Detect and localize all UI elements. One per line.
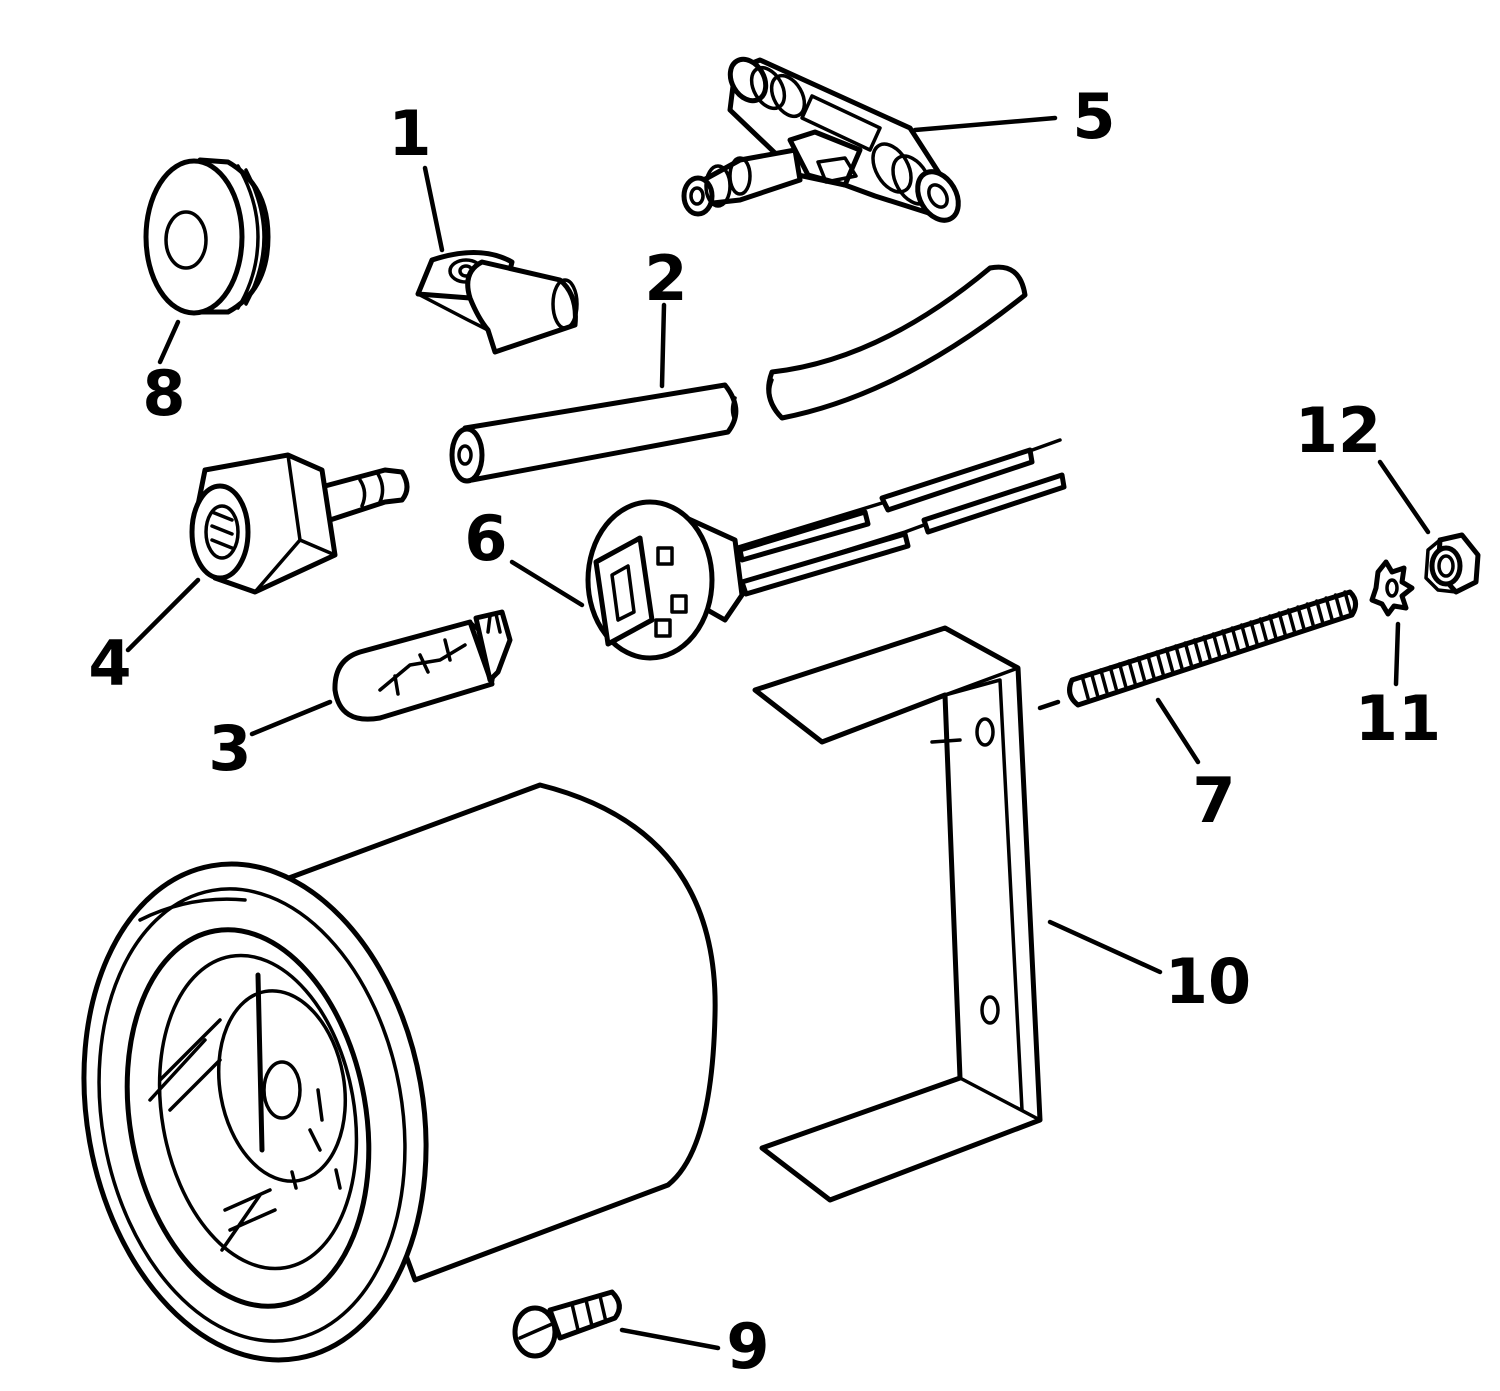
callout-3: 3 <box>208 712 251 785</box>
gauge-assembly <box>81 782 718 1363</box>
callout-4: 4 <box>88 627 131 700</box>
t-fitting-part <box>681 56 961 223</box>
hose-part <box>449 264 1028 484</box>
lock-washer-part <box>1369 559 1415 617</box>
hose-adapter-part <box>189 452 410 595</box>
hose-clamp-part <box>415 250 579 355</box>
leader-lines <box>125 115 1431 1351</box>
callout-7: 7 <box>1192 764 1235 837</box>
callout-2: 2 <box>644 242 687 315</box>
grommet-part <box>143 157 271 316</box>
callout-11: 11 <box>1355 682 1441 755</box>
callout-6: 6 <box>464 502 507 575</box>
callout-9: 9 <box>726 1310 769 1383</box>
callout-1: 1 <box>388 97 431 170</box>
callout-8: 8 <box>142 357 185 430</box>
hex-nut-part <box>1424 532 1481 595</box>
callout-10: 10 <box>1165 945 1251 1018</box>
bulb-socket-part <box>585 438 1067 661</box>
callout-12: 12 <box>1295 394 1381 467</box>
bulb-part <box>332 609 513 722</box>
screw-part <box>512 1289 622 1359</box>
mounting-bracket-part <box>752 625 1043 1203</box>
threaded-stud-part <box>1067 589 1358 708</box>
callout-labels: 1 2 3 4 5 6 7 8 9 10 11 12 <box>88 80 1441 1383</box>
callout-5: 5 <box>1072 80 1115 153</box>
